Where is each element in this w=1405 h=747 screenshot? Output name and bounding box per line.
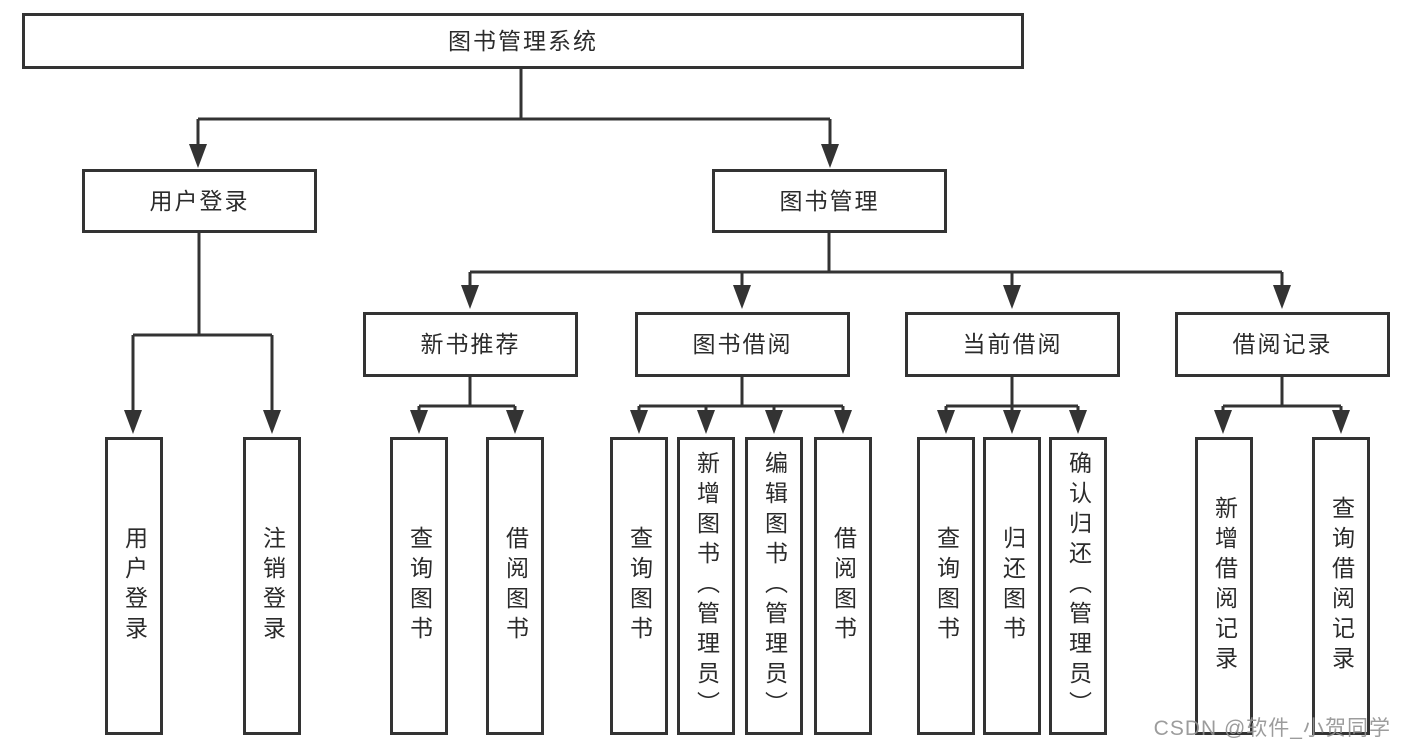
- arrowhead: [506, 410, 524, 434]
- arrowhead: [630, 410, 648, 434]
- arrowhead: [461, 285, 479, 309]
- arrowhead: [189, 144, 207, 168]
- arrowhead: [263, 410, 281, 434]
- node-label: 新增图书（管理员）: [693, 451, 720, 721]
- csdn-watermark: CSDN @软件_小贺同学: [1153, 717, 1391, 740]
- node-new-book-recommendation: 新书推荐: [363, 312, 578, 377]
- leaf-user-login: 用户登录: [105, 437, 163, 735]
- leaf-add-borrow-record: 新增借阅记录: [1195, 437, 1253, 735]
- arrowhead: [124, 410, 142, 434]
- node-label: 当前借阅: [962, 331, 1063, 357]
- node-label: 借阅记录: [1232, 331, 1333, 357]
- arrowhead: [765, 410, 783, 434]
- leaf-borrow-book: 借阅图书: [814, 437, 872, 735]
- node-label: 图书借阅: [692, 331, 793, 357]
- arrowhead: [697, 410, 715, 434]
- arrowhead: [733, 285, 751, 309]
- node-label: 查询图书: [933, 526, 960, 646]
- leaf-query-book-borrow: 查询图书: [610, 437, 668, 735]
- node-label: 查询图书: [626, 526, 653, 646]
- connector-borrow-split: [637, 375, 845, 418]
- arrowhead: [410, 410, 428, 434]
- leaf-logout: 注销登录: [243, 437, 301, 735]
- leaf-query-book-recommend: 查询图书: [390, 437, 448, 735]
- leaf-confirm-return-admin: 确认归还（管理员）: [1049, 437, 1107, 735]
- leaf-add-book-admin: 新增图书（管理员）: [677, 437, 735, 735]
- node-label: 查询图书: [406, 526, 433, 646]
- node-current-borrowing: 当前借阅: [905, 312, 1120, 377]
- node-label: 编辑图书（管理员）: [761, 451, 788, 721]
- connector-recommend-split: [417, 375, 517, 418]
- node-label: 查询借阅记录: [1328, 496, 1355, 676]
- node-label: 新书推荐: [420, 331, 521, 357]
- node-user-login: 用户登录: [82, 169, 317, 233]
- node-library-management-system: 图书管理系统: [22, 13, 1024, 69]
- node-label: 图书管理系统: [448, 27, 598, 54]
- connector-bookmgmt-split: [468, 231, 1284, 292]
- arrowhead: [1273, 285, 1291, 309]
- node-label: 图书管理: [779, 187, 880, 214]
- node-label: 借阅图书: [502, 526, 529, 646]
- arrowhead: [1003, 285, 1021, 309]
- leaf-query-book-current: 查询图书: [917, 437, 975, 735]
- arrowhead: [1214, 410, 1232, 434]
- arrowhead: [834, 410, 852, 434]
- node-label: 借阅图书: [830, 526, 857, 646]
- arrowhead: [821, 144, 839, 168]
- leaf-return-book: 归还图书: [983, 437, 1041, 735]
- leaf-edit-book-admin: 编辑图书（管理员）: [745, 437, 803, 735]
- node-label: 注销登录: [259, 526, 286, 646]
- node-label: 归还图书: [999, 526, 1026, 646]
- connector-root-to-level2: [196, 66, 832, 150]
- arrowhead: [1332, 410, 1350, 434]
- node-label: 用户登录: [149, 187, 250, 214]
- node-book-borrowing: 图书借阅: [635, 312, 850, 377]
- node-label: 用户登录: [121, 526, 148, 646]
- connector-userlogin-split: [131, 231, 274, 416]
- arrowhead: [1003, 410, 1021, 434]
- node-label: 新增借阅记录: [1211, 496, 1238, 676]
- connector-records-split: [1221, 375, 1343, 418]
- leaf-query-borrow-record: 查询借阅记录: [1312, 437, 1370, 735]
- arrowhead: [1069, 410, 1087, 434]
- arrowhead: [937, 410, 955, 434]
- node-book-management: 图书管理: [712, 169, 947, 233]
- node-label: 确认归还（管理员）: [1065, 451, 1092, 721]
- leaf-borrow-book-recommend: 借阅图书: [486, 437, 544, 735]
- node-borrowing-records: 借阅记录: [1175, 312, 1390, 377]
